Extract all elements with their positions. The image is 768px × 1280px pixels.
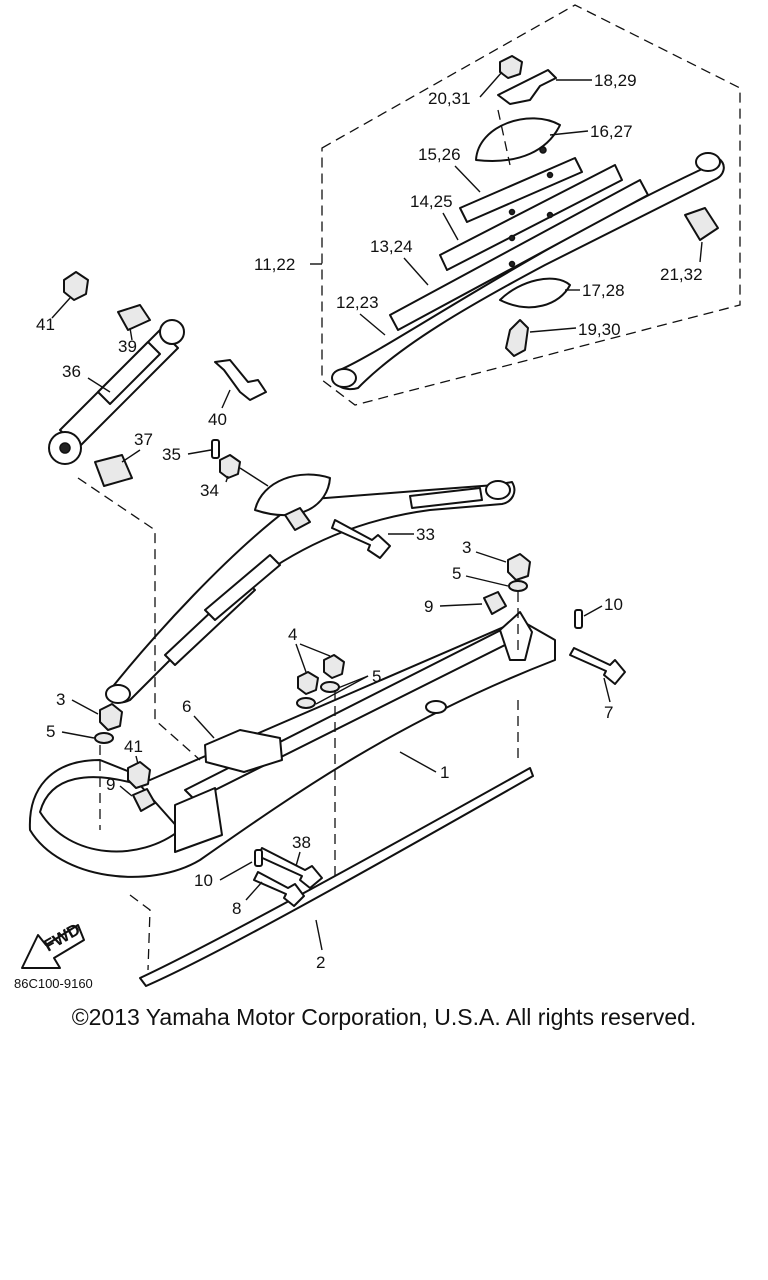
bolt-hole (508, 234, 516, 242)
callout-41-top: 41 (36, 315, 55, 334)
nut-4-b (323, 654, 345, 679)
callout-9-front: 9 (106, 775, 115, 794)
callout-39: 39 (118, 337, 137, 356)
callout-12-23: 12,23 (336, 293, 379, 312)
clamp-plate-18 (497, 69, 557, 105)
washer-5-front (94, 732, 114, 744)
saddle-hole (539, 146, 547, 154)
pin-10-front (254, 849, 263, 867)
callout-11-22: 11,22 (254, 255, 295, 274)
bolt-38 (257, 847, 323, 889)
bolt-40 (214, 359, 267, 401)
collar-39 (117, 304, 151, 331)
leaf-14 (439, 164, 623, 271)
washer-5-mid-2 (296, 697, 316, 709)
callout-38: 38 (292, 833, 311, 852)
bolt-7 (569, 647, 626, 685)
callout-3-front: 3 (56, 690, 65, 709)
parts-diagram: FWD 20,31 18,29 16,27 15,26 14,25 13,24 … (21, 4, 741, 987)
callout-2: 2 (316, 953, 325, 972)
callout-34: 34 (200, 481, 219, 500)
bolt-hole (508, 260, 516, 268)
bolt-8 (253, 871, 305, 907)
nut-3-front (99, 703, 123, 731)
bolt-hole (546, 171, 554, 179)
ski-leaf-spring (105, 473, 516, 704)
assembly-line (129, 894, 151, 971)
callout-41-lower: 41 (124, 737, 143, 756)
collar-9-front (132, 788, 156, 812)
callout-40: 40 (208, 410, 227, 429)
bolt-hole (546, 211, 554, 219)
nut-20 (499, 55, 523, 79)
upper-saddle-16 (475, 117, 561, 162)
callout-19-30: 19,30 (578, 320, 621, 339)
callout-36: 36 (62, 362, 81, 381)
callout-8: 8 (232, 899, 241, 918)
callout-4: 4 (288, 625, 297, 644)
callout-5-rear: 5 (452, 564, 461, 583)
pin-10-rear (574, 609, 583, 629)
callout-15-26: 15,26 (418, 145, 461, 164)
collar-9-rear (483, 591, 507, 615)
callout-35: 35 (162, 445, 181, 464)
callout-37: 37 (134, 430, 153, 449)
collar-21 (684, 207, 719, 241)
bolt-hole (508, 208, 516, 216)
leaf-13 (389, 179, 649, 331)
callout-1: 1 (440, 763, 449, 782)
callout-7: 7 (604, 703, 613, 722)
callout-16-27: 16,27 (590, 122, 633, 141)
spring-eye-front (331, 368, 357, 388)
nut-41-top (63, 271, 89, 301)
lower-saddle-17 (499, 277, 571, 309)
pin-35 (211, 439, 220, 459)
shock-absorber-36 (48, 319, 185, 465)
assembly-line (77, 477, 201, 761)
callout-9-rear: 9 (424, 597, 433, 616)
callout-3-rear: 3 (462, 538, 471, 557)
drawing-code: 86C100-9160 (14, 976, 93, 991)
callout-6: 6 (182, 697, 191, 716)
runner-2 (139, 767, 534, 987)
copyright-notice: ©2013 Yamaha Motor Corporation, U.S.A. A… (71, 1004, 697, 1030)
callout-17-28: 17,28 (582, 281, 625, 300)
collar-37 (94, 454, 133, 487)
assembly-line (497, 109, 511, 166)
bolt-19 (505, 319, 529, 357)
spring-eye-rear (695, 152, 721, 172)
callout-5-front: 5 (46, 722, 55, 741)
leaf-spring-assembly (331, 152, 725, 391)
callout-14-25: 14,25 (410, 192, 453, 211)
callout-20-31: 20,31 (428, 89, 471, 108)
callout-5-mid: 5 (372, 667, 381, 686)
nut-34 (219, 454, 241, 479)
callout-10-rear: 10 (604, 595, 623, 614)
callout-21-32: 21,32 (660, 265, 703, 284)
washer-5-mid (320, 681, 340, 693)
washer-5-rear (508, 580, 528, 592)
nut-3-rear (507, 553, 531, 581)
bolt-33 (331, 519, 391, 559)
callout-13-24: 13,24 (370, 237, 413, 256)
callout-10-front: 10 (194, 871, 213, 890)
fwd-arrow-icon: FWD (21, 920, 85, 969)
callout-33: 33 (416, 525, 435, 544)
inset-boundary (321, 4, 741, 406)
leaf-12 (333, 157, 725, 391)
nut-4-a (297, 671, 319, 695)
callout-18-29: 18,29 (594, 71, 637, 90)
nut-41-lower (127, 761, 151, 789)
bracket-6 (204, 729, 283, 773)
